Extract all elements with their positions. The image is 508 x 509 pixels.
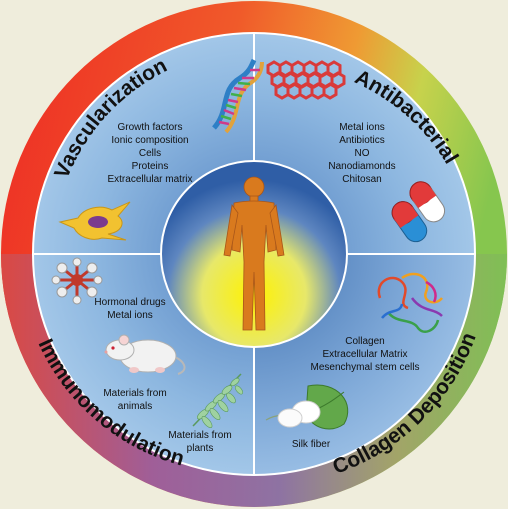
- anti-item: NO: [355, 148, 370, 159]
- immu-item: Hormonal drugs: [94, 297, 165, 308]
- dna-icon: [212, 58, 264, 134]
- immu-item: plants: [187, 443, 214, 454]
- coll-item: Collagen: [345, 336, 384, 347]
- vascularization-list: Growth factors Ionic composition Cells P…: [107, 122, 192, 185]
- immu-item: Materials from: [103, 388, 166, 399]
- antibacterial-list: Metal ions Antibiotics NO Nanodiamonds C…: [328, 122, 395, 185]
- immu-item: Materials from: [168, 430, 231, 441]
- coll-item: Extracellular Matrix: [322, 349, 407, 360]
- graphene-lattice-icon: [266, 60, 346, 100]
- vasc-item: Extracellular matrix: [107, 174, 192, 185]
- endothelial-cell-icon: [58, 201, 131, 241]
- coll-item: Mesenchymal stem cells: [311, 362, 420, 373]
- collagen-list: Collagen Extracellular Matrix Mesenchyma…: [292, 336, 420, 450]
- immu-item: animals: [118, 401, 152, 412]
- human-body-icon: [223, 176, 285, 331]
- silk-cocoon-icon: [265, 384, 349, 430]
- immu-item: Metal ions: [107, 310, 153, 321]
- anti-item: Metal ions: [339, 122, 385, 133]
- anti-item: Antibiotics: [339, 135, 385, 146]
- anti-item: Nanodiamonds: [328, 161, 395, 172]
- inner-border: [32, 32, 476, 476]
- anti-item: Chitosan: [342, 174, 381, 185]
- protein-structure-icon: [377, 272, 443, 333]
- vasc-item: Proteins: [132, 161, 169, 172]
- immunomodulation-list: Hormonal drugs Metal ions Materials from…: [94, 297, 231, 454]
- capsule-pill-icon: [391, 181, 446, 243]
- rat-icon: [104, 334, 186, 375]
- fern-leaf-icon: [192, 373, 244, 428]
- vasc-item: Ionic composition: [111, 135, 188, 146]
- vasc-item: Growth factors: [117, 122, 182, 133]
- metal-ion-crystal-icon: [51, 257, 103, 305]
- coll-item: Silk fiber: [292, 439, 331, 450]
- vasc-item: Cells: [139, 148, 161, 159]
